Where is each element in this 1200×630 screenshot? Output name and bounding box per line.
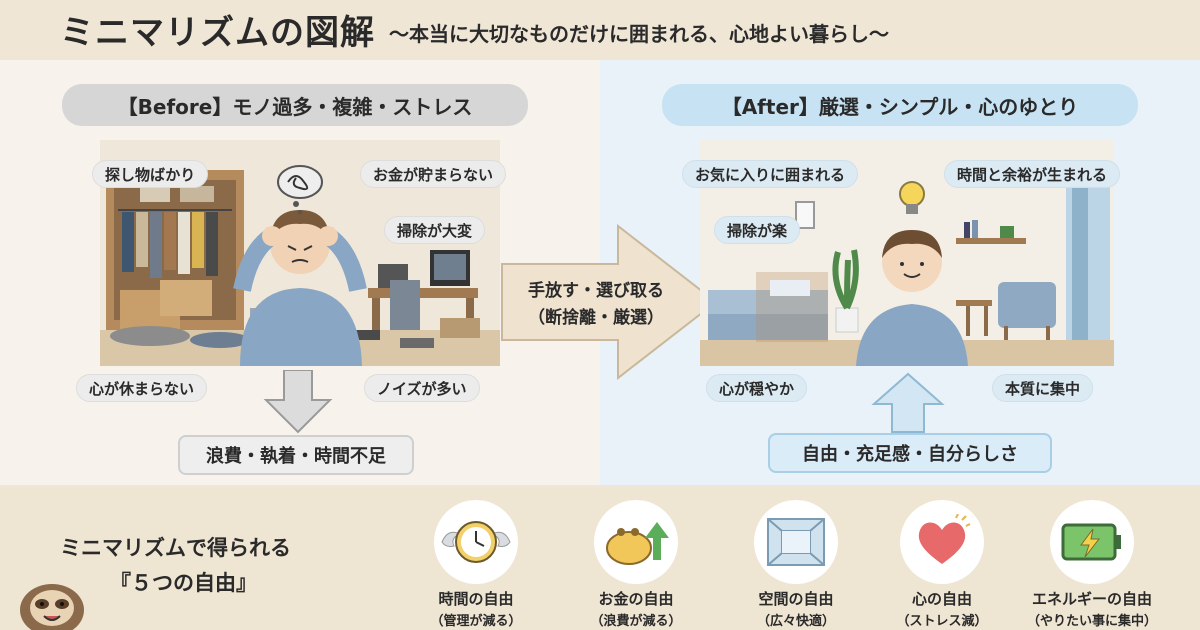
freedom-item-time: 時間の自由 （管理が減る） bbox=[396, 494, 556, 630]
five-freedoms-title-line2: 『５つの自由』 bbox=[110, 571, 257, 595]
heart-icon bbox=[900, 500, 984, 584]
before-tag-searching: 探し物ばかり bbox=[92, 160, 209, 188]
before-result: 浪費・執着・時間不足 bbox=[178, 435, 414, 475]
transition-line1: 手放す・選び取る bbox=[528, 281, 664, 301]
before-tag-money: お金が貯まらない bbox=[360, 160, 507, 188]
freedom-name: 時間の自由 bbox=[438, 590, 514, 608]
transition-arrow-icon bbox=[501, 224, 718, 380]
before-tag-noise: ノイズが多い bbox=[364, 374, 480, 402]
after-up-arrow-icon bbox=[871, 372, 945, 433]
empty-room-icon bbox=[754, 500, 838, 584]
after-tag-focus: 本質に集中 bbox=[992, 374, 1094, 402]
page-title: ミニマリズムの図解 bbox=[60, 12, 375, 53]
five-freedoms-title-line1: ミニマリズムで得られる bbox=[60, 536, 291, 560]
transition-text: 手放す・選び取る （断捨離・厳選） bbox=[508, 278, 684, 332]
battery-charging-icon bbox=[1050, 500, 1134, 584]
after-result: 自由・充足感・自分らしさ bbox=[768, 433, 1052, 473]
before-tag-mind: 心が休まらない bbox=[76, 374, 208, 402]
wallet-up-arrow-icon bbox=[594, 500, 678, 584]
freedom-desc: （ストレス減） bbox=[896, 614, 988, 629]
freedom-item-energy: エネルギーの自由 （やりたい事に集中） bbox=[1012, 494, 1172, 630]
before-heading: 【Before】モノ過多・複雑・ストレス bbox=[62, 84, 528, 126]
before-tag-cleaning: 掃除が大変 bbox=[384, 216, 486, 244]
after-tag-time: 時間と余裕が生まれる bbox=[944, 160, 1121, 188]
freedom-name: 心の自由 bbox=[911, 590, 972, 608]
freedom-name: エネルギーの自由 bbox=[1031, 590, 1152, 608]
after-heading: 【After】厳選・シンプル・心のゆとり bbox=[662, 84, 1138, 126]
after-tag-cleaning: 掃除が楽 bbox=[714, 216, 801, 244]
freedom-desc: （浪費が減る） bbox=[590, 614, 682, 629]
sloth-mascot-icon bbox=[20, 584, 84, 630]
freedom-desc: （やりたい事に集中） bbox=[1026, 614, 1157, 629]
freedom-name: 空間の自由 bbox=[758, 590, 834, 608]
after-tag-favorites: お気に入りに囲まれる bbox=[682, 160, 859, 188]
freedom-desc: （広々快適） bbox=[756, 614, 835, 629]
title-bar: ミニマリズムの図解 〜本当に大切なものだけに囲まれる、心地よい暮らし〜 bbox=[0, 0, 1200, 58]
page-subtitle: 〜本当に大切なものだけに囲まれる、心地よい暮らし〜 bbox=[389, 21, 889, 46]
freedom-item-money: お金の自由 （浪費が減る） bbox=[556, 494, 716, 630]
freedom-item-heart: 心の自由 （ストレス減） bbox=[862, 494, 1022, 630]
winged-clock-icon bbox=[434, 500, 518, 584]
after-tag-calm: 心が穏やか bbox=[706, 374, 808, 402]
freedom-desc: （管理が減る） bbox=[430, 614, 522, 629]
freedom-item-space: 空間の自由 （広々快適） bbox=[716, 494, 876, 630]
transition-line2: （断捨離・厳選） bbox=[528, 308, 664, 328]
before-down-arrow-icon bbox=[263, 370, 333, 434]
freedom-name: お金の自由 bbox=[598, 590, 674, 608]
